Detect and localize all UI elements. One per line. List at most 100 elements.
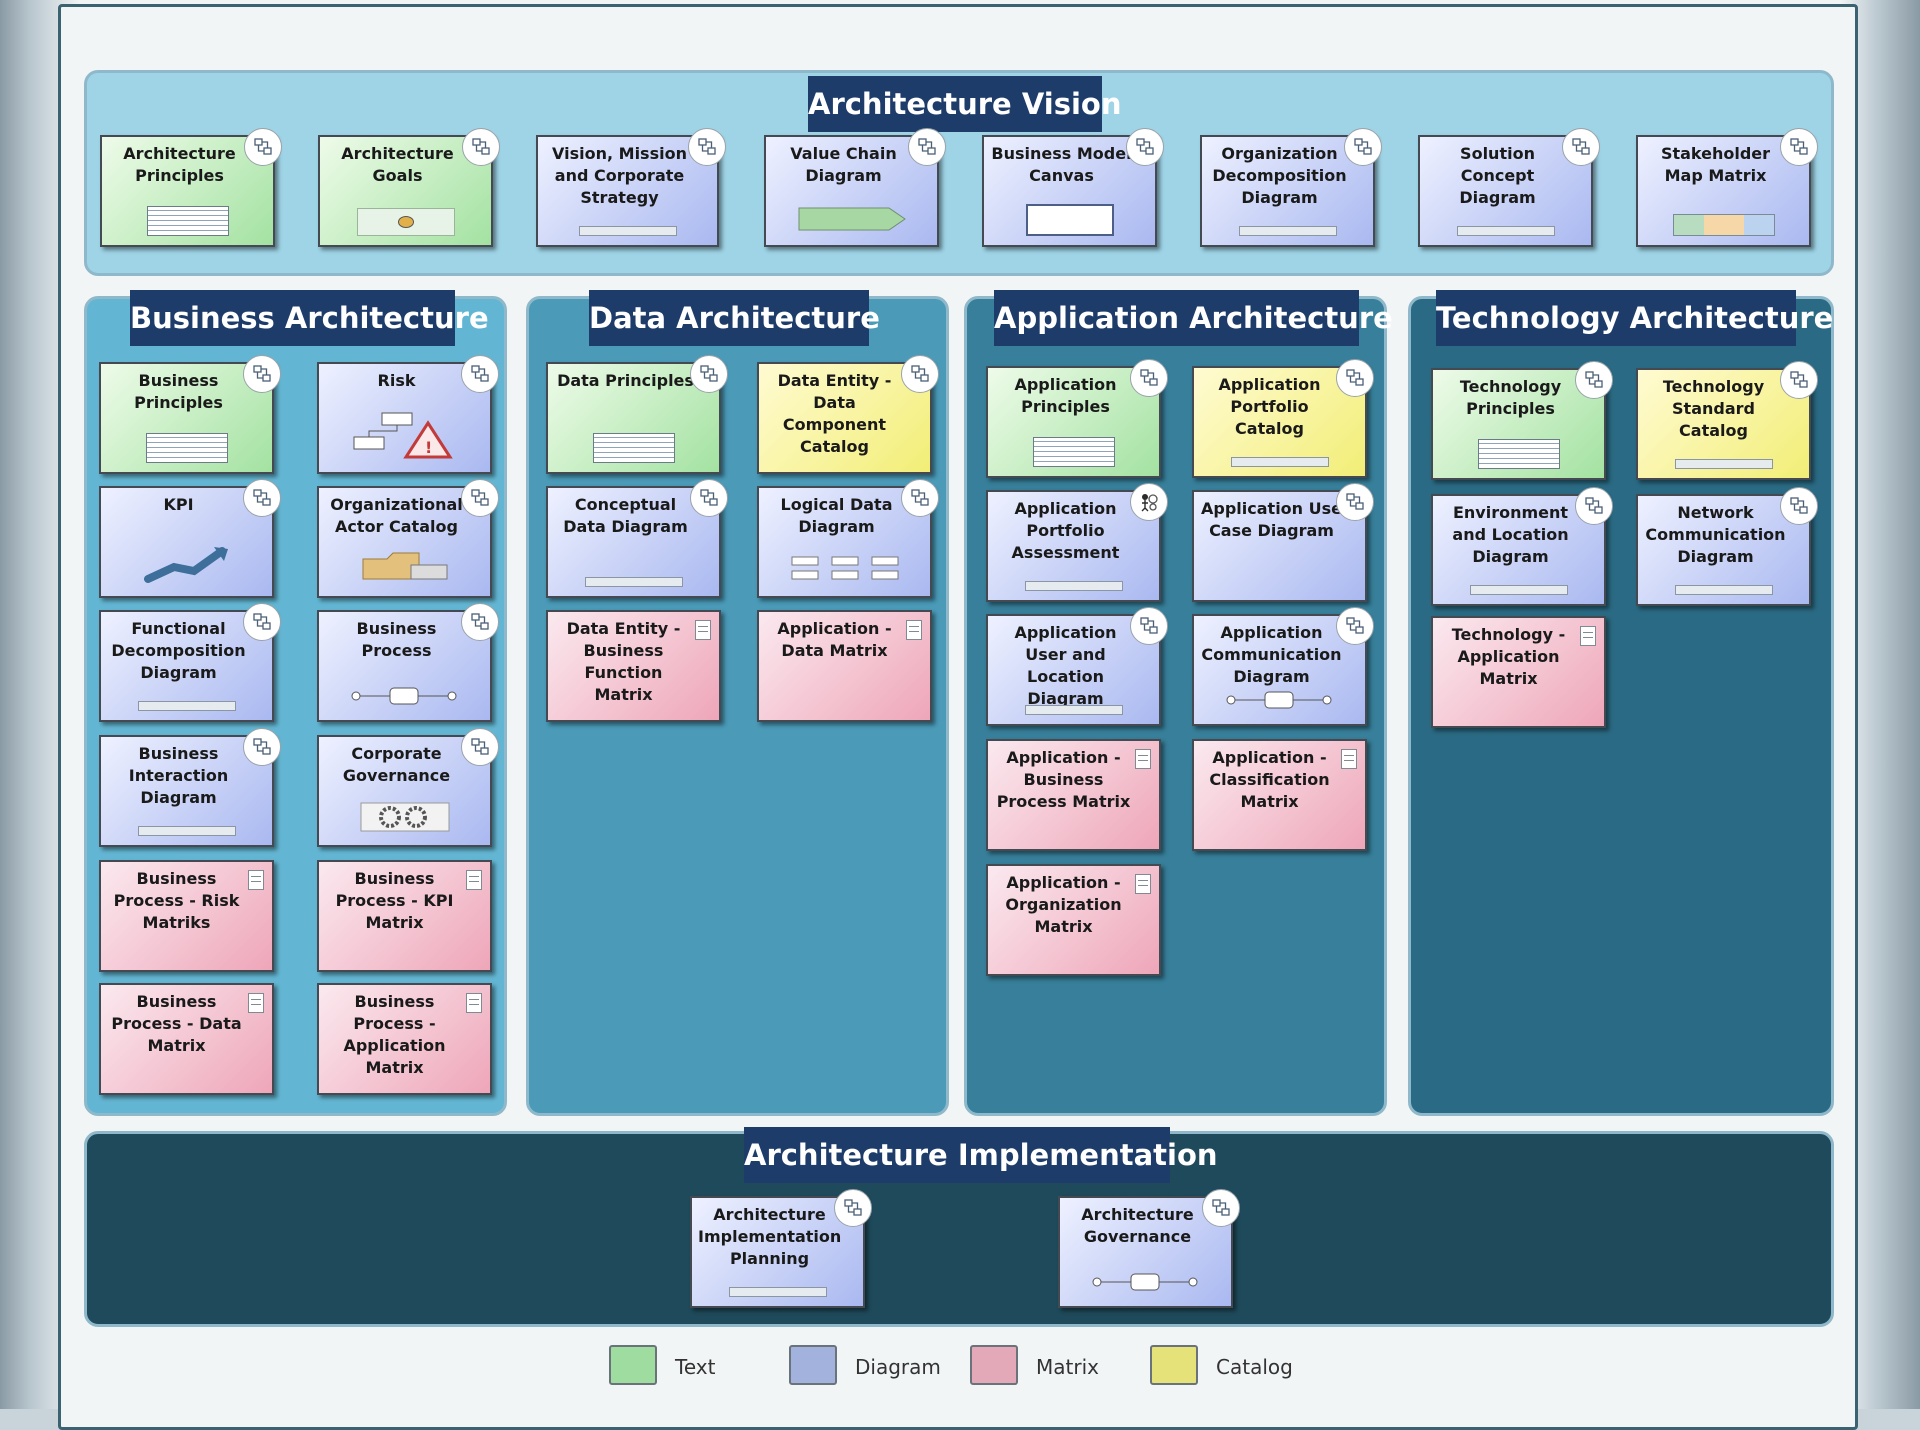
flow-thumbnail <box>1230 457 1329 467</box>
card-label: Environment and Location Diagram <box>1452 503 1569 566</box>
diagram-icon[interactable] <box>1575 487 1613 525</box>
card-label: Corporate Governance <box>342 744 451 785</box>
diagram-icon[interactable] <box>690 479 728 517</box>
card-label: Stakeholder Map Matrix <box>1660 144 1771 185</box>
card-label: Architecture Governance <box>1081 1205 1194 1246</box>
card-risk[interactable]: Risk! <box>317 355 499 474</box>
diagram-icon[interactable] <box>1336 483 1374 521</box>
card-environment-and-location-diagram[interactable]: Environment and Location Diagram <box>1431 487 1613 606</box>
card-vision-mission-and-corporate-strategy[interactable]: Vision, Mission and Corporate Strategy <box>536 128 726 247</box>
diagram-icon[interactable] <box>1780 361 1818 399</box>
diagram-icon[interactable] <box>243 355 281 393</box>
flow-thumbnail <box>1456 226 1555 236</box>
card-business-process-data-matrix[interactable]: Business Process - Data Matrix <box>99 983 274 1095</box>
card-business-process-risk-matriks[interactable]: Business Process - Risk Matriks <box>99 860 274 972</box>
table-thumbnail <box>1032 437 1115 467</box>
diagram-icon[interactable] <box>1575 361 1613 399</box>
card-corporate-governance[interactable]: Corporate Governance <box>317 728 499 847</box>
legend-label: Text <box>675 1355 716 1379</box>
diagram-icon[interactable] <box>243 728 281 766</box>
diagram-icon[interactable] <box>688 128 726 166</box>
diagram-icon[interactable] <box>243 479 281 517</box>
diagram-icon[interactable] <box>461 603 499 641</box>
card-label: Application - Data Matrix <box>777 619 892 660</box>
card-business-model-canvas[interactable]: Business Model Canvas <box>982 128 1164 247</box>
legend-label: Diagram <box>855 1355 941 1379</box>
card-application-portfolio-assessment[interactable]: Application Portfolio Assessment <box>986 483 1168 602</box>
document-icon <box>248 870 264 890</box>
diagram-icon[interactable] <box>1126 128 1164 166</box>
diagram-icon[interactable] <box>901 355 939 393</box>
diagram-icon[interactable] <box>1562 128 1600 166</box>
card-application-classification-matrix[interactable]: Application - Classification Matrix <box>1192 739 1367 851</box>
card-business-process-application-matrix[interactable]: Business Process - Application Matrix <box>317 983 492 1095</box>
diagram-icon[interactable] <box>690 355 728 393</box>
card-application-business-process-matrix[interactable]: Application - Business Process Matrix <box>986 739 1161 851</box>
people-icon[interactable] <box>1130 483 1168 521</box>
card-architecture-principles[interactable]: Architecture Principles <box>100 128 282 247</box>
card-label: Business Process - Risk Matriks <box>113 869 240 932</box>
card-architecture-implementation-planning[interactable]: Architecture Implementation Planning <box>690 1189 872 1308</box>
svg-text:!: ! <box>425 438 432 457</box>
card-technology-application-matrix[interactable]: Technology - Application Matrix <box>1431 616 1606 728</box>
implementation-group-title: Architecture Implementation <box>744 1127 1218 1183</box>
diagram-icon[interactable] <box>1202 1189 1240 1227</box>
card-data-entity-data-component-catalog[interactable]: Data Entity - Data Component Catalog <box>757 355 939 474</box>
diagram-icon[interactable] <box>462 128 500 166</box>
diagram-icon[interactable] <box>1130 359 1168 397</box>
table-thumbnail <box>592 433 675 463</box>
card-business-process-kpi-matrix[interactable]: Business Process - KPI Matrix <box>317 860 492 972</box>
card-label: Application Portfolio Catalog <box>1218 375 1321 438</box>
card-application-use-case-diagram[interactable]: Application Use Case Diagram <box>1192 483 1374 602</box>
diagram-icon[interactable] <box>901 479 939 517</box>
card-application-user-and-location-diagram[interactable]: Application User and Location Diagram <box>986 607 1168 726</box>
diagram-icon[interactable] <box>461 479 499 517</box>
card-label: Technology Principles <box>1459 377 1562 418</box>
diagram-icon[interactable] <box>461 355 499 393</box>
card-technology-principles[interactable]: Technology Principles <box>1431 361 1613 480</box>
card-organizational-actor-catalog[interactable]: Organizational Actor Catalog <box>317 479 499 598</box>
card-stakeholder-map-matrix[interactable]: Stakeholder Map Matrix <box>1636 128 1818 247</box>
card-solution-concept-diagram[interactable]: Solution Concept Diagram <box>1418 128 1600 247</box>
diagram-icon[interactable] <box>1130 607 1168 645</box>
card-kpi[interactable]: KPI <box>99 479 281 598</box>
data-group-title: Data Architecture <box>589 290 880 346</box>
card-label: Business Process - Application Matrix <box>343 992 446 1077</box>
card-logical-data-diagram[interactable]: Logical Data Diagram <box>757 479 939 598</box>
card-label: Data Entity - Business Function Matrix <box>566 619 681 704</box>
diagram-icon[interactable] <box>834 1189 872 1227</box>
card-application-communication-diagram[interactable]: Application Communication Diagram <box>1192 607 1374 726</box>
flow-thumbnail <box>728 1287 827 1297</box>
flow-thumbnail <box>137 701 236 711</box>
card-architecture-goals[interactable]: Architecture Goals <box>318 128 500 247</box>
diagram-icon[interactable] <box>1780 128 1818 166</box>
card-data-principles[interactable]: Data Principles <box>546 355 728 474</box>
diagram-icon[interactable] <box>461 728 499 766</box>
card-application-organization-matrix[interactable]: Application - Organization Matrix <box>986 864 1161 976</box>
diagram-icon[interactable] <box>1780 487 1818 525</box>
diagram-icon[interactable] <box>243 603 281 641</box>
diagram-icon[interactable] <box>1344 128 1382 166</box>
card-network-communication-diagram[interactable]: Network Communication Diagram <box>1636 487 1818 606</box>
flow-thumbnail <box>1238 226 1337 236</box>
card-application-data-matrix[interactable]: Application - Data Matrix <box>757 610 932 722</box>
card-data-entity-business-function-matrix[interactable]: Data Entity - Business Function Matrix <box>546 610 721 722</box>
diagram-icon[interactable] <box>1336 607 1374 645</box>
business-group-title: Business Architecture <box>130 290 489 346</box>
card-application-portfolio-catalog[interactable]: Application Portfolio Catalog <box>1192 359 1374 478</box>
card-organization-decomposition-diagram[interactable]: Organization Decomposition Diagram <box>1200 128 1382 247</box>
card-architecture-governance[interactable]: Architecture Governance <box>1058 1189 1240 1308</box>
card-application-principles[interactable]: Application Principles <box>986 359 1168 478</box>
card-business-interaction-diagram[interactable]: Business Interaction Diagram <box>99 728 281 847</box>
diagram-icon[interactable] <box>908 128 946 166</box>
map-thumbnail <box>1672 214 1775 236</box>
card-conceptual-data-diagram[interactable]: Conceptual Data Diagram <box>546 479 728 598</box>
card-business-process[interactable]: Business Process <box>317 603 499 722</box>
card-value-chain-diagram[interactable]: Value Chain Diagram <box>764 128 946 247</box>
card-technology-standard-catalog[interactable]: Technology Standard Catalog <box>1636 361 1818 480</box>
card-functional-decomposition-diagram[interactable]: Functional Decomposition Diagram <box>99 603 281 722</box>
card-business-principles[interactable]: Business Principles <box>99 355 281 474</box>
diagram-icon[interactable] <box>1336 359 1374 397</box>
diagram-icon[interactable] <box>244 128 282 166</box>
